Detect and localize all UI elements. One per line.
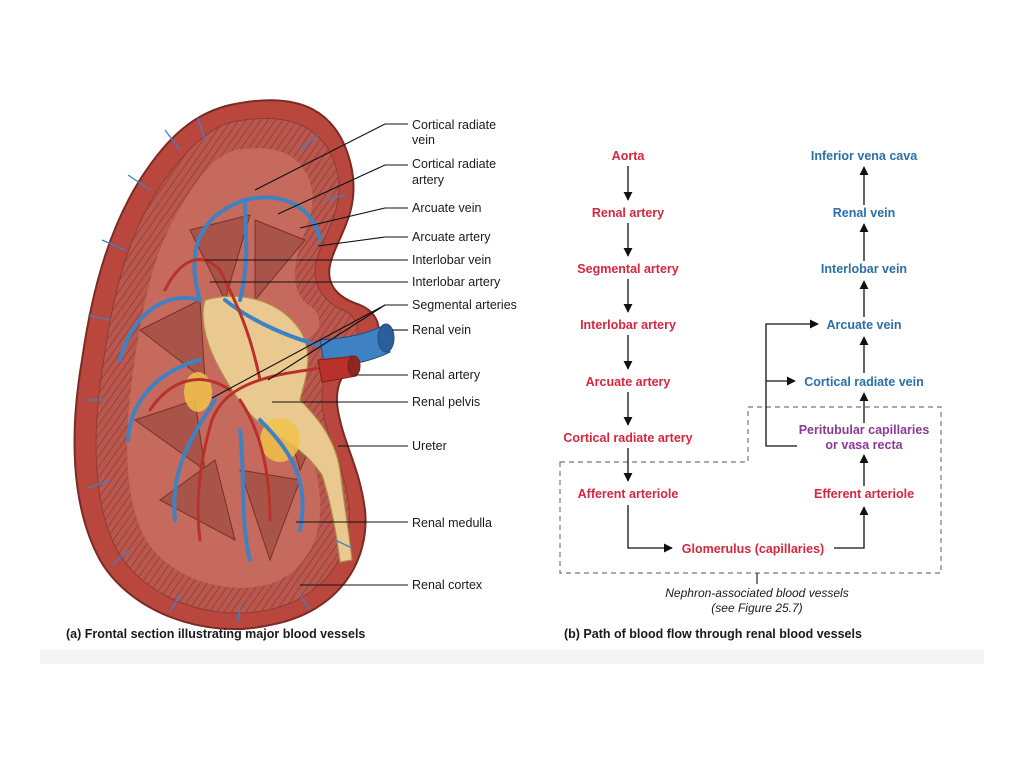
label-renal-medulla: Renal medulla xyxy=(412,516,492,530)
flow-diagram: Aorta Renal artery Segmental artery Inte… xyxy=(559,149,942,615)
kidney-illustration xyxy=(73,99,395,630)
label-interlobar-vein: Interlobar vein xyxy=(412,253,491,267)
node-renal-artery: Renal artery xyxy=(592,206,664,220)
label-segmental-arteries: Segmental arteries xyxy=(412,298,517,312)
panel-a-labels: Cortical radiate vein Cortical radiate a… xyxy=(412,118,517,592)
caption-panel-a: (a) Frontal section illustrating major b… xyxy=(66,627,365,641)
node-arcuate-artery: Arcuate artery xyxy=(586,375,671,389)
label-cortical-radiate-vein-line2: vein xyxy=(412,133,435,147)
node-glomerulus: Glomerulus (capillaries) xyxy=(682,542,824,556)
node-segmental-artery: Segmental artery xyxy=(577,262,678,276)
node-renal-vein: Renal vein xyxy=(833,206,896,220)
label-cortical-radiate-artery-line2: artery xyxy=(412,173,445,187)
arrow-glomerulus-to-efferent xyxy=(834,506,869,549)
arrow-peritubular-to-arcuate xyxy=(765,319,819,447)
label-arcuate-vein: Arcuate vein xyxy=(412,201,482,215)
node-afferent-arteriole: Afferent arteriole xyxy=(578,487,679,501)
label-ureter: Ureter xyxy=(412,439,447,453)
label-arcuate-artery: Arcuate artery xyxy=(412,230,491,244)
label-renal-vein: Renal vein xyxy=(412,323,471,337)
label-cortical-radiate-vein: Cortical radiate xyxy=(412,118,496,132)
hilum-vessels xyxy=(317,323,395,383)
label-renal-artery: Renal artery xyxy=(412,368,481,382)
nephron-note: Nephron-associated blood vessels xyxy=(665,586,848,600)
label-cortical-radiate-artery: Cortical radiate xyxy=(412,157,496,171)
caption-panel-b: (b) Path of blood flow through renal blo… xyxy=(564,627,862,641)
arrow-afferent-to-glomerulus xyxy=(627,505,673,553)
label-renal-pelvis: Renal pelvis xyxy=(412,395,480,409)
node-inferior-vena-cava: Inferior vena cava xyxy=(811,149,918,163)
node-cortical-radiate-artery: Cortical radiate artery xyxy=(563,431,692,445)
nephron-region-box xyxy=(559,406,942,574)
label-renal-cortex: Renal cortex xyxy=(412,578,483,592)
node-aorta: Aorta xyxy=(612,149,646,163)
node-interlobar-artery: Interlobar artery xyxy=(580,318,676,332)
bottom-shadow-band xyxy=(40,650,984,664)
node-arcuate-vein: Arcuate vein xyxy=(826,318,901,332)
cortical-radiate-vessels xyxy=(84,117,353,623)
node-efferent-arteriole: Efferent arteriole xyxy=(814,487,914,501)
node-vasa-recta: or vasa recta xyxy=(825,438,903,452)
nephron-note-reference: (see Figure 25.7) xyxy=(711,601,802,615)
label-interlobar-artery: Interlobar artery xyxy=(412,275,501,289)
node-peritubular-capillaries: Peritubular capillaries xyxy=(799,423,930,437)
panel-a-leader-lines xyxy=(205,123,408,586)
node-interlobar-vein: Interlobar vein xyxy=(821,262,907,276)
node-cortical-radiate-vein: Cortical radiate vein xyxy=(804,375,924,389)
